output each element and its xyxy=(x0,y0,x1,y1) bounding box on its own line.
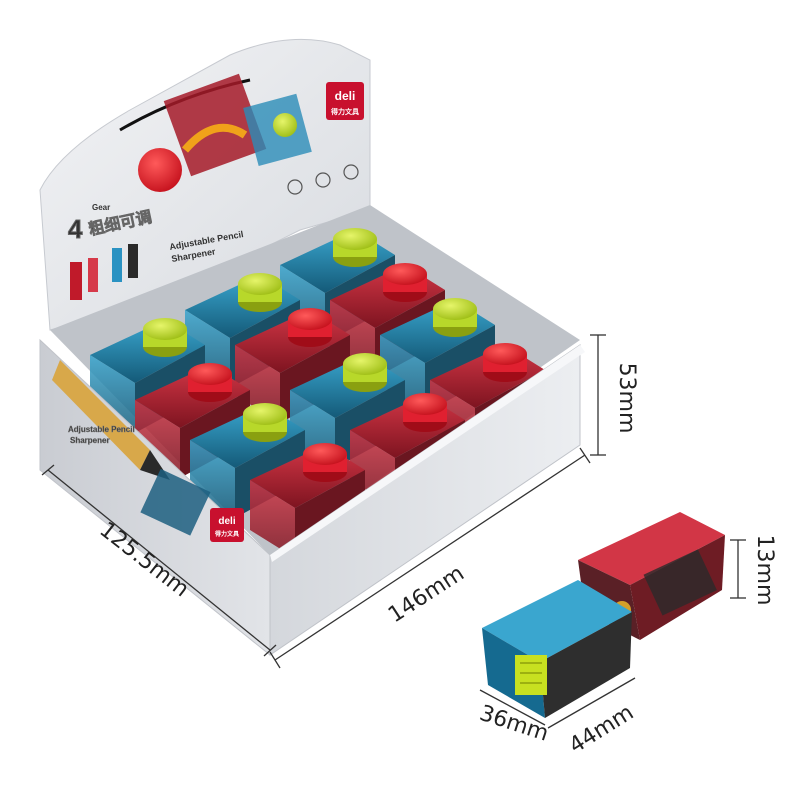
brand-logo-badge: deli 得力文具 xyxy=(326,82,364,120)
gear-word: Gear xyxy=(92,203,110,212)
box-height-label: 53mm xyxy=(614,363,639,434)
green-knob-side xyxy=(515,655,547,695)
pencil-graphic xyxy=(52,360,150,470)
feature-icon-a xyxy=(287,179,303,195)
box-width-label: 146mm xyxy=(384,561,469,628)
loose-blue-sharpener xyxy=(482,580,632,718)
width-dimension-line xyxy=(274,454,586,661)
side-text-line2: Sharpener xyxy=(70,436,110,445)
box-back-panel: deli 得力文具 Gear 4 粗细可调 Adjustable Pencil … xyxy=(39,38,371,331)
item-depth-label: 44mm xyxy=(565,700,638,759)
svg-text:得力文具: 得力文具 xyxy=(214,530,239,538)
pencil-mini-graphics xyxy=(70,244,138,300)
gear-number: 4 xyxy=(68,214,83,244)
feature-icon-b xyxy=(315,172,331,188)
sharpener-grid xyxy=(90,228,545,558)
arrow-graphic xyxy=(181,123,248,153)
box-front-side xyxy=(269,344,581,656)
feature-icon-c xyxy=(343,164,359,180)
loose-red-sharpener xyxy=(578,512,725,640)
red-knob-illustration xyxy=(138,148,182,192)
item-dimension-lines xyxy=(479,539,746,729)
dimension-annotations xyxy=(41,334,606,669)
item-height-label: 13mm xyxy=(752,535,777,606)
feature-icons xyxy=(287,164,359,195)
svg-text:deli: deli xyxy=(218,516,235,527)
side-text-line1: Adjustable Pencil xyxy=(68,425,135,434)
side-sharpener-graphic xyxy=(140,468,211,536)
depth-dimension-line xyxy=(47,469,271,651)
side-brand-badge: deli 得力文具 xyxy=(210,508,244,542)
brand-subtitle: 得力文具 xyxy=(330,107,359,116)
brand-logo-text: deli xyxy=(335,89,356,103)
